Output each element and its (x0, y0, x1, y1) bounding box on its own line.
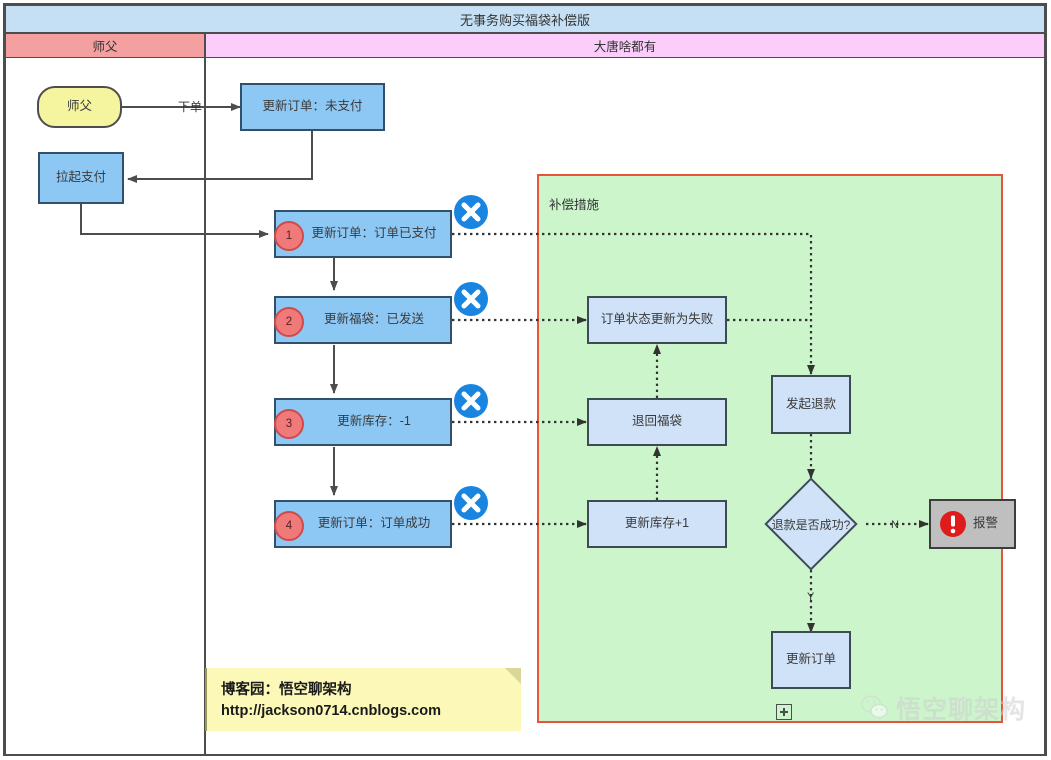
note-line-2: http://jackson0714.cnblogs.com (221, 703, 441, 720)
cancel-x-icon-step3[interactable] (453, 383, 489, 419)
node-comp-decision-label: 退款是否成功? (771, 517, 851, 532)
watermark-text: 悟空聊架构 (896, 695, 1027, 724)
badge-step3: 3 (274, 409, 304, 439)
compensation-region-title: 补偿措施 (549, 198, 600, 212)
node-alarm-label: 报警 (973, 516, 999, 531)
node-comp-stock-plus[interactable]: 更新库存+1 (587, 500, 727, 548)
node-pay-launch[interactable]: 拉起支付 (38, 152, 124, 204)
node-step4-label: 更新订单：订单成功 (317, 516, 431, 531)
compensation-region (537, 174, 1003, 723)
watermark: 悟空聊架构 (860, 690, 1026, 726)
node-comp-refund[interactable]: 发起退款 (771, 375, 851, 434)
node-order-unpaid[interactable]: 更新订单：未支付 (240, 83, 385, 131)
lane-header-master: 师父 (5, 33, 205, 58)
node-step2-label: 更新福袋：已发送 (323, 312, 424, 327)
badge-step4: 4 (274, 511, 304, 541)
node-comp-order-fail[interactable]: 订单状态更新为失败 (587, 296, 727, 344)
expand-plus-icon[interactable] (776, 704, 792, 720)
alert-icon (940, 511, 966, 537)
cancel-x-icon-step1[interactable] (453, 194, 489, 230)
author-note: 博客园：悟空聊架构 http://jackson0714.cnblogs.com (205, 668, 521, 731)
node-alarm[interactable]: 报警 (929, 499, 1016, 549)
note-line-1: 博客园：悟空聊架构 (221, 682, 352, 698)
badge-step1: 1 (274, 221, 304, 251)
cancel-x-icon-step4[interactable] (453, 485, 489, 521)
node-start[interactable]: 师父 (37, 86, 122, 128)
cancel-x-icon-step2[interactable] (453, 281, 489, 317)
node-comp-return-bag[interactable]: 退回福袋 (587, 398, 727, 446)
lane-header-shop: 大唐啥都有 (205, 33, 1045, 58)
node-step1-label: 更新订单：订单已支付 (311, 226, 437, 241)
pool-title: 无事务购买福袋补偿版 (5, 5, 1045, 33)
node-comp-update-order[interactable]: 更新订单 (771, 631, 851, 689)
wechat-icon (860, 695, 888, 719)
node-step3-label: 更新库存：-1 (337, 414, 411, 429)
badge-step2: 2 (274, 307, 304, 337)
